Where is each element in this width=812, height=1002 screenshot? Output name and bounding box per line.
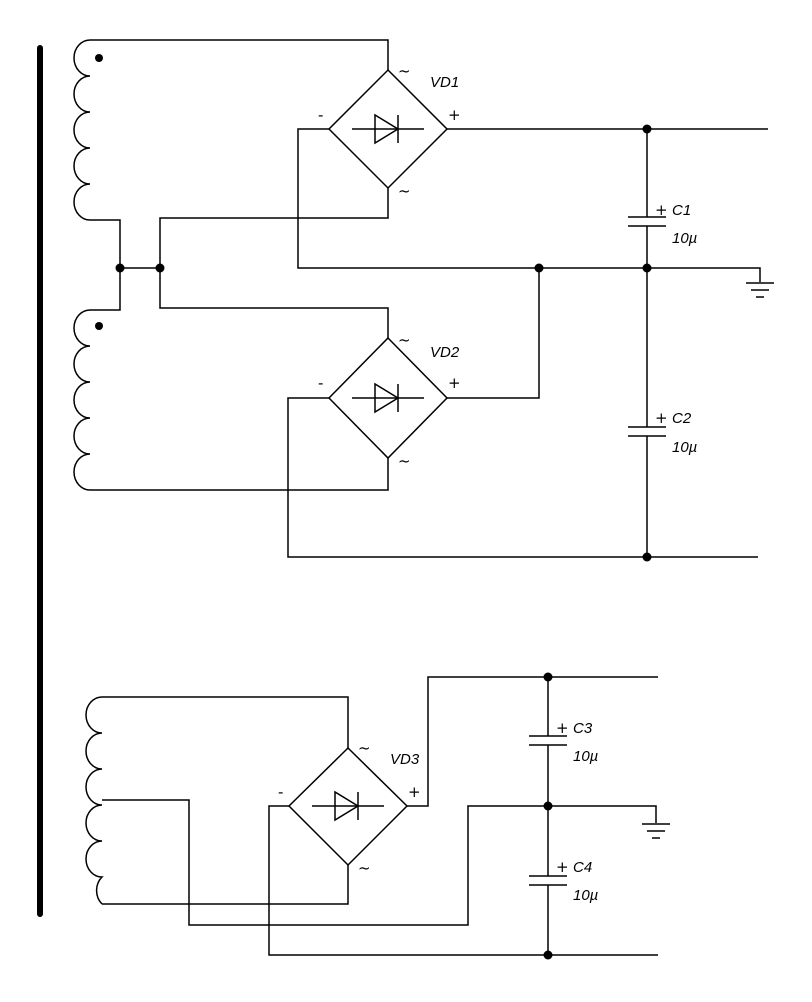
vd2-ac-top-label: ~: [398, 331, 411, 349]
bridge-vd1: [327, 68, 449, 190]
junction-node: [155, 263, 165, 273]
winding-2: [73, 309, 91, 491]
vd2-ac-bottom-label: ~: [398, 452, 411, 470]
winding-2-polarity-dot: [95, 322, 103, 330]
c1-polarity-label: +: [655, 201, 668, 219]
wire-vd2-plus-to-mid: [447, 268, 540, 399]
wire-vd3-plus-out: [407, 676, 658, 807]
capacitor-c3: [529, 735, 567, 746]
c3-polarity-label: +: [556, 719, 569, 737]
wire-vd2-minus-out: [287, 397, 758, 558]
vd3-ac-bottom-label: ~: [358, 859, 371, 877]
winding-3: [85, 696, 104, 905]
wire-vd1-minus-to-gnd: [297, 128, 761, 282]
junction-node: [642, 263, 652, 273]
wire-vd1-ac-bottom: [159, 188, 389, 338]
c2-value-label: 10µ: [672, 439, 697, 456]
ground-icon: [746, 282, 774, 298]
bridge-vd3: [287, 746, 409, 867]
vd1-minus-label: -: [318, 106, 323, 124]
vd3-minus-label: -: [278, 783, 283, 801]
junction-node: [642, 552, 652, 562]
bridge-vd2: [327, 336, 449, 460]
wire-w3-bottom-to-vd3: [102, 865, 349, 905]
vd2-minus-label: -: [318, 374, 323, 392]
wire-w2-bottom-to-vd2: [90, 458, 389, 491]
c2-polarity-label: +: [655, 409, 668, 427]
junction-node: [642, 124, 652, 134]
wire-w1-bottom: [90, 219, 121, 311]
ground-icon: [642, 823, 670, 839]
c4-polarity-label: +: [556, 858, 569, 876]
vd3-plus-label: +: [408, 783, 421, 801]
vd3-ac-top-label: ~: [358, 739, 371, 757]
winding-1: [73, 39, 91, 221]
c3-value-label: 10µ: [573, 748, 598, 765]
vd1-label: VD1: [430, 74, 459, 91]
c1-name-label: C1: [672, 202, 691, 219]
vd2-label: VD2: [430, 344, 460, 361]
capacitor-c2: [628, 426, 666, 437]
wire-w1-top-to-vd1: [90, 39, 389, 70]
junction-node: [543, 950, 553, 960]
vd1-plus-label: +: [448, 106, 461, 124]
vd1-ac-bottom-label: ~: [398, 182, 411, 200]
vd3-label: VD3: [390, 751, 420, 768]
c3-name-label: C3: [573, 720, 593, 737]
winding-1-polarity-dot: [95, 54, 103, 62]
junction-node: [543, 672, 553, 682]
c1-value-label: 10µ: [672, 230, 697, 247]
junction-node: [534, 263, 544, 273]
capacitor-c4: [529, 875, 567, 886]
capacitor-c1: [628, 216, 666, 227]
junction-node: [543, 801, 553, 811]
wire-w3-top-to-vd3: [102, 696, 349, 748]
vd2-plus-label: +: [448, 374, 461, 392]
junction-node: [115, 263, 125, 273]
c2-name-label: C2: [672, 410, 692, 427]
vd1-ac-top-label: ~: [398, 62, 411, 80]
c4-name-label: C4: [573, 859, 592, 876]
wire-w3-tap: [102, 799, 657, 926]
c4-value-label: 10µ: [573, 887, 598, 904]
wire-vd3-minus-out: [268, 805, 658, 956]
